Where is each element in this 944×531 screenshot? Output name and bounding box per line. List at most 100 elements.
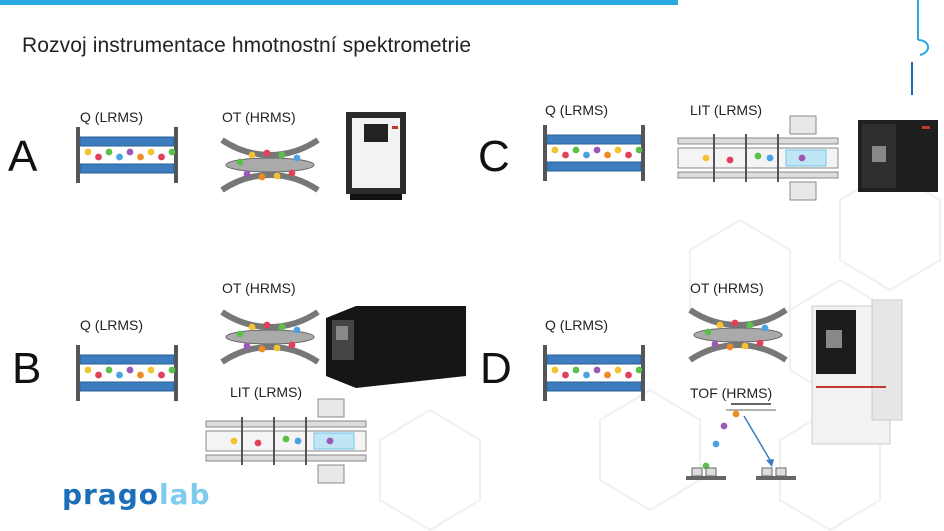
ion-dot bbox=[230, 437, 238, 445]
quad-end-plate bbox=[76, 127, 80, 183]
ion-dot bbox=[273, 172, 281, 180]
ion-dot bbox=[158, 371, 165, 379]
instrument-source bbox=[872, 146, 886, 162]
lit-detector-bottom bbox=[789, 181, 817, 201]
lit-detector-top bbox=[789, 115, 817, 135]
orbitrap-central-electrode bbox=[225, 329, 315, 345]
orbitrap-outer-electrode bbox=[220, 137, 320, 158]
panel-b-ot-label: OT (HRMS) bbox=[222, 280, 296, 296]
panel-c-q-label: Q (LRMS) bbox=[545, 102, 608, 118]
quad-end-plate bbox=[543, 125, 547, 181]
instrument-stripe bbox=[816, 386, 886, 388]
ion-dot bbox=[248, 151, 256, 159]
ion-dot bbox=[635, 146, 643, 154]
orbitrap-outer-electrode bbox=[220, 172, 320, 193]
ion-dot bbox=[704, 328, 712, 336]
ion-dot bbox=[731, 319, 739, 327]
lit-detector-top bbox=[317, 398, 345, 418]
ion-dot bbox=[712, 440, 720, 448]
ion-dot bbox=[551, 366, 559, 374]
lit-electrode bbox=[677, 171, 839, 179]
tof-flight-path bbox=[743, 415, 771, 461]
ion-dot bbox=[294, 437, 302, 445]
ion-dot bbox=[635, 366, 643, 374]
tof-arrow-head bbox=[766, 459, 774, 467]
quad-rod bbox=[546, 161, 642, 172]
panel-d-time-of-flight bbox=[686, 403, 796, 480]
logo-part-2: lab bbox=[159, 478, 211, 511]
ion-dot bbox=[168, 148, 176, 156]
ion-dot bbox=[572, 146, 580, 154]
tof-source-block bbox=[705, 467, 717, 477]
panel-b-q-label: Q (LRMS) bbox=[80, 317, 143, 333]
ion-dot bbox=[593, 366, 601, 374]
panel-c-linear-ion-trap bbox=[677, 115, 839, 201]
orbitrap-outer-electrode bbox=[220, 309, 320, 330]
ion-dot bbox=[126, 148, 134, 156]
ion-dot bbox=[263, 321, 271, 329]
ion-dot bbox=[116, 153, 123, 161]
pragolab-logo: pragolab bbox=[62, 478, 211, 511]
panel-d-q-label: Q (LRMS) bbox=[545, 317, 608, 333]
tof-detector-block bbox=[761, 467, 773, 477]
ion-dot bbox=[293, 326, 301, 334]
ion-dot bbox=[147, 148, 155, 156]
ion-dot bbox=[562, 371, 569, 379]
panel-d-tof-label: TOF (HRMS) bbox=[690, 385, 773, 401]
ion-dot bbox=[614, 146, 622, 154]
ion-dot bbox=[147, 366, 155, 374]
ion-dot bbox=[288, 169, 296, 177]
ion-dot bbox=[583, 371, 590, 379]
panel-b-quadrupole bbox=[76, 345, 178, 401]
panel-a-quadrupole bbox=[76, 127, 178, 183]
ion-dot bbox=[572, 366, 580, 374]
ion-dot bbox=[158, 153, 165, 161]
ion-dot bbox=[105, 366, 113, 374]
panel-c-lit-label: LIT (LRMS) bbox=[690, 102, 763, 118]
logo-part-1: prago bbox=[62, 478, 160, 511]
quad-end-plate bbox=[641, 345, 645, 401]
ion-dot bbox=[761, 324, 769, 332]
panel-d-letter: D bbox=[480, 344, 512, 393]
panel-c-letter: C bbox=[478, 132, 510, 181]
ion-dot bbox=[583, 151, 590, 159]
quad-end-plate bbox=[641, 125, 645, 181]
lit-electrode bbox=[205, 420, 367, 428]
ion-dot bbox=[720, 422, 728, 430]
lit-detection-window bbox=[785, 149, 827, 167]
ion-dot bbox=[254, 439, 262, 447]
lit-electrode bbox=[677, 137, 839, 145]
orbitrap-outer-electrode bbox=[688, 342, 788, 363]
panel-b-letter: B bbox=[12, 344, 42, 393]
ion-dot bbox=[126, 366, 134, 374]
ion-dot bbox=[243, 342, 251, 350]
tof-detector-block bbox=[775, 467, 787, 477]
ion-dot bbox=[614, 366, 622, 374]
ion-dot bbox=[84, 366, 92, 374]
quad-rod bbox=[79, 163, 175, 174]
ion-dot bbox=[258, 345, 266, 353]
tof-detector bbox=[756, 476, 796, 480]
ion-dot bbox=[798, 154, 806, 162]
ion-dot bbox=[236, 330, 244, 338]
quad-end-plate bbox=[174, 127, 178, 183]
instrument-tower bbox=[871, 299, 903, 421]
ion-dot bbox=[754, 152, 762, 160]
instrument-body bbox=[326, 306, 466, 388]
panel-a-ot-label: OT (HRMS) bbox=[222, 109, 296, 125]
panel-a-letter: A bbox=[8, 132, 38, 181]
quad-end-plate bbox=[76, 345, 80, 401]
panel-b-linear-ion-trap bbox=[205, 398, 367, 484]
panel-b-orbitrap bbox=[220, 309, 320, 365]
ion-dot bbox=[105, 148, 113, 156]
instrument-base bbox=[350, 194, 402, 200]
lit-electrode bbox=[205, 454, 367, 462]
panel-b-lit-label: LIT (LRMS) bbox=[230, 384, 303, 400]
panel-d-quadrupole bbox=[543, 345, 645, 401]
ion-dot bbox=[116, 371, 123, 379]
ion-dot bbox=[702, 154, 710, 162]
ion-dot bbox=[625, 371, 632, 379]
panel-a-q-label: Q (LRMS) bbox=[80, 109, 143, 125]
panel-b-instrument bbox=[326, 306, 466, 388]
ion-dot bbox=[716, 321, 724, 329]
